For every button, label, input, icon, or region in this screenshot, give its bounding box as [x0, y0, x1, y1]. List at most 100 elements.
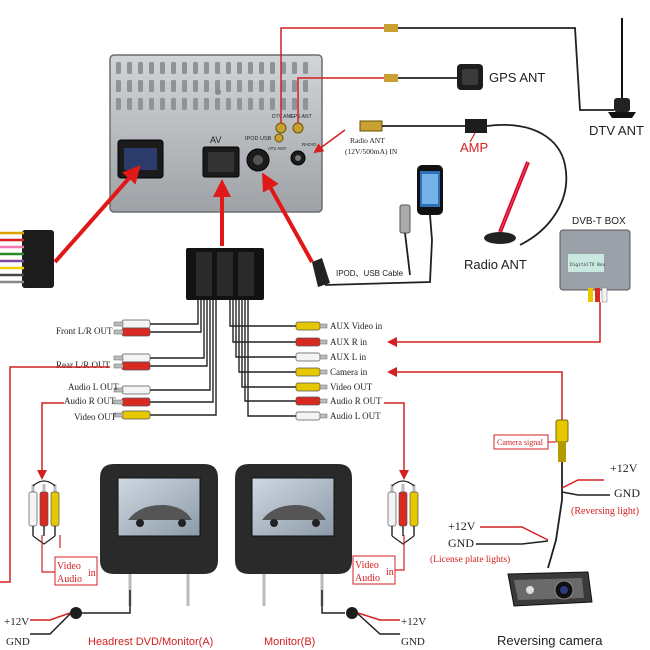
vent-slot	[193, 62, 198, 74]
vent-slot	[281, 62, 286, 74]
reversing-camera-unit	[507, 571, 593, 607]
rca-plug	[113, 410, 151, 420]
monitor-a-video-wire	[0, 366, 110, 583]
radio-power-label: (12V/500mA) IN	[345, 147, 398, 156]
gps-antenna	[457, 64, 483, 90]
vent-slot	[160, 98, 165, 110]
vent-slot	[138, 80, 143, 92]
harness-left-label: Audio R OUT	[64, 396, 116, 406]
rca-plug	[113, 397, 151, 407]
dtv-ant-socket	[275, 122, 287, 134]
rca-plug	[39, 484, 49, 536]
vent-slot	[270, 80, 275, 92]
breakout-wire	[244, 300, 296, 402]
rca-plug	[295, 396, 328, 406]
harness-right-label: AUX L in	[330, 352, 367, 362]
rca-plug	[113, 361, 151, 371]
dtv-ant-cable	[280, 27, 390, 123]
breakout-wire	[150, 300, 199, 325]
breakout-wire	[150, 300, 214, 403]
vent-slot	[292, 62, 297, 74]
vent-slot	[116, 80, 121, 92]
monitor-b-in-suffix: in	[386, 567, 394, 578]
amp-box	[465, 119, 487, 133]
gps-ant-cable	[297, 77, 390, 123]
breakout-wire	[150, 300, 208, 367]
dtv-ant-port-label: DTV ANT	[272, 114, 293, 120]
rca-plug	[295, 337, 328, 347]
vent-slot	[270, 62, 275, 74]
ipod-cable-to-usb-arrow	[262, 172, 314, 263]
vent-slot	[193, 98, 198, 110]
atv-ant-port-label: ATV ANT	[268, 146, 287, 151]
camera-gnd: GND	[614, 486, 640, 500]
vent-slot	[171, 62, 176, 74]
rca-plug	[295, 367, 328, 377]
radio-port-label: RADIO	[302, 142, 317, 147]
dvbt-screen-label: DigitalTV Box	[570, 262, 606, 268]
vent-slot	[149, 80, 154, 92]
monitor-b-power-wire	[321, 590, 345, 614]
rca-plug	[113, 319, 151, 329]
vent-slot	[215, 98, 220, 110]
vent-slot	[292, 80, 297, 92]
monitor-a-power-wire	[82, 590, 131, 614]
amp-label: AMP	[460, 140, 488, 155]
rca-plug	[113, 385, 151, 395]
vent-slot	[138, 62, 143, 74]
vent-slot	[182, 80, 187, 92]
breakout-wire	[229, 300, 296, 327]
camera-rca-plug	[555, 419, 569, 462]
vent-slot	[160, 62, 165, 74]
headrest-monitor-a	[100, 464, 218, 606]
harness-right-label: AUX Video in	[330, 321, 383, 331]
vent-slot	[193, 80, 198, 92]
vent-slot	[259, 98, 264, 110]
vent-slot	[149, 98, 154, 110]
vent-slot	[204, 98, 209, 110]
iphone	[417, 165, 443, 215]
harness-left-label: Front L/R OUT	[56, 326, 113, 336]
rca-plug	[295, 411, 328, 421]
radio-ant-cable-label: Radio ANT	[350, 136, 385, 145]
gps-ant-socket	[292, 122, 304, 134]
av-breakout-connector	[186, 248, 264, 300]
harness-right-label: Audio R OUT	[330, 396, 382, 406]
vent-slot	[303, 62, 308, 74]
vent-slot	[204, 80, 209, 92]
monitor-a-av-in: Video Audio in	[54, 556, 98, 586]
monitor-a-12v: +12V	[4, 616, 29, 628]
harness-left-label: Video OUT	[74, 412, 117, 422]
rca-plug	[113, 353, 151, 363]
camera-signal-label: Camera signal	[497, 438, 544, 447]
vent-slot	[160, 80, 165, 92]
vent-slot	[138, 98, 143, 110]
vent-slot	[171, 80, 176, 92]
vent-slot	[116, 98, 121, 110]
vent-slot	[127, 98, 132, 110]
breakout-wire	[241, 300, 296, 388]
gps-ant-port-label: GPS ANT	[290, 114, 312, 120]
dvbt-rca-plugs	[588, 287, 608, 303]
vent-slot	[182, 98, 187, 110]
radio-cable-arrow	[313, 129, 346, 154]
plate-gnd: GND	[448, 536, 474, 550]
breakout-wire	[238, 300, 296, 373]
vent-slot	[248, 80, 253, 92]
vent-slot	[281, 98, 286, 110]
monitor-a-av-wire	[37, 402, 64, 480]
head-unit: AV IPOD USB DTV ANT GPS ANT ATV ANT RADI…	[109, 54, 323, 213]
rca-plug	[409, 484, 419, 536]
harness-right-label: AUX R in	[330, 337, 368, 347]
monitor-b-audio-in: Audio	[355, 573, 380, 584]
vent-slot	[127, 80, 132, 92]
reversing-light-label: (Reversing light)	[571, 506, 639, 517]
breakout-wire	[247, 300, 296, 417]
monitor-a-in-suffix: in	[88, 568, 96, 579]
dvbt-title: DVB-T BOX	[572, 216, 626, 227]
av-port-label: AV	[210, 135, 221, 145]
vent-slot	[204, 62, 209, 74]
breakout-wire	[150, 300, 217, 416]
